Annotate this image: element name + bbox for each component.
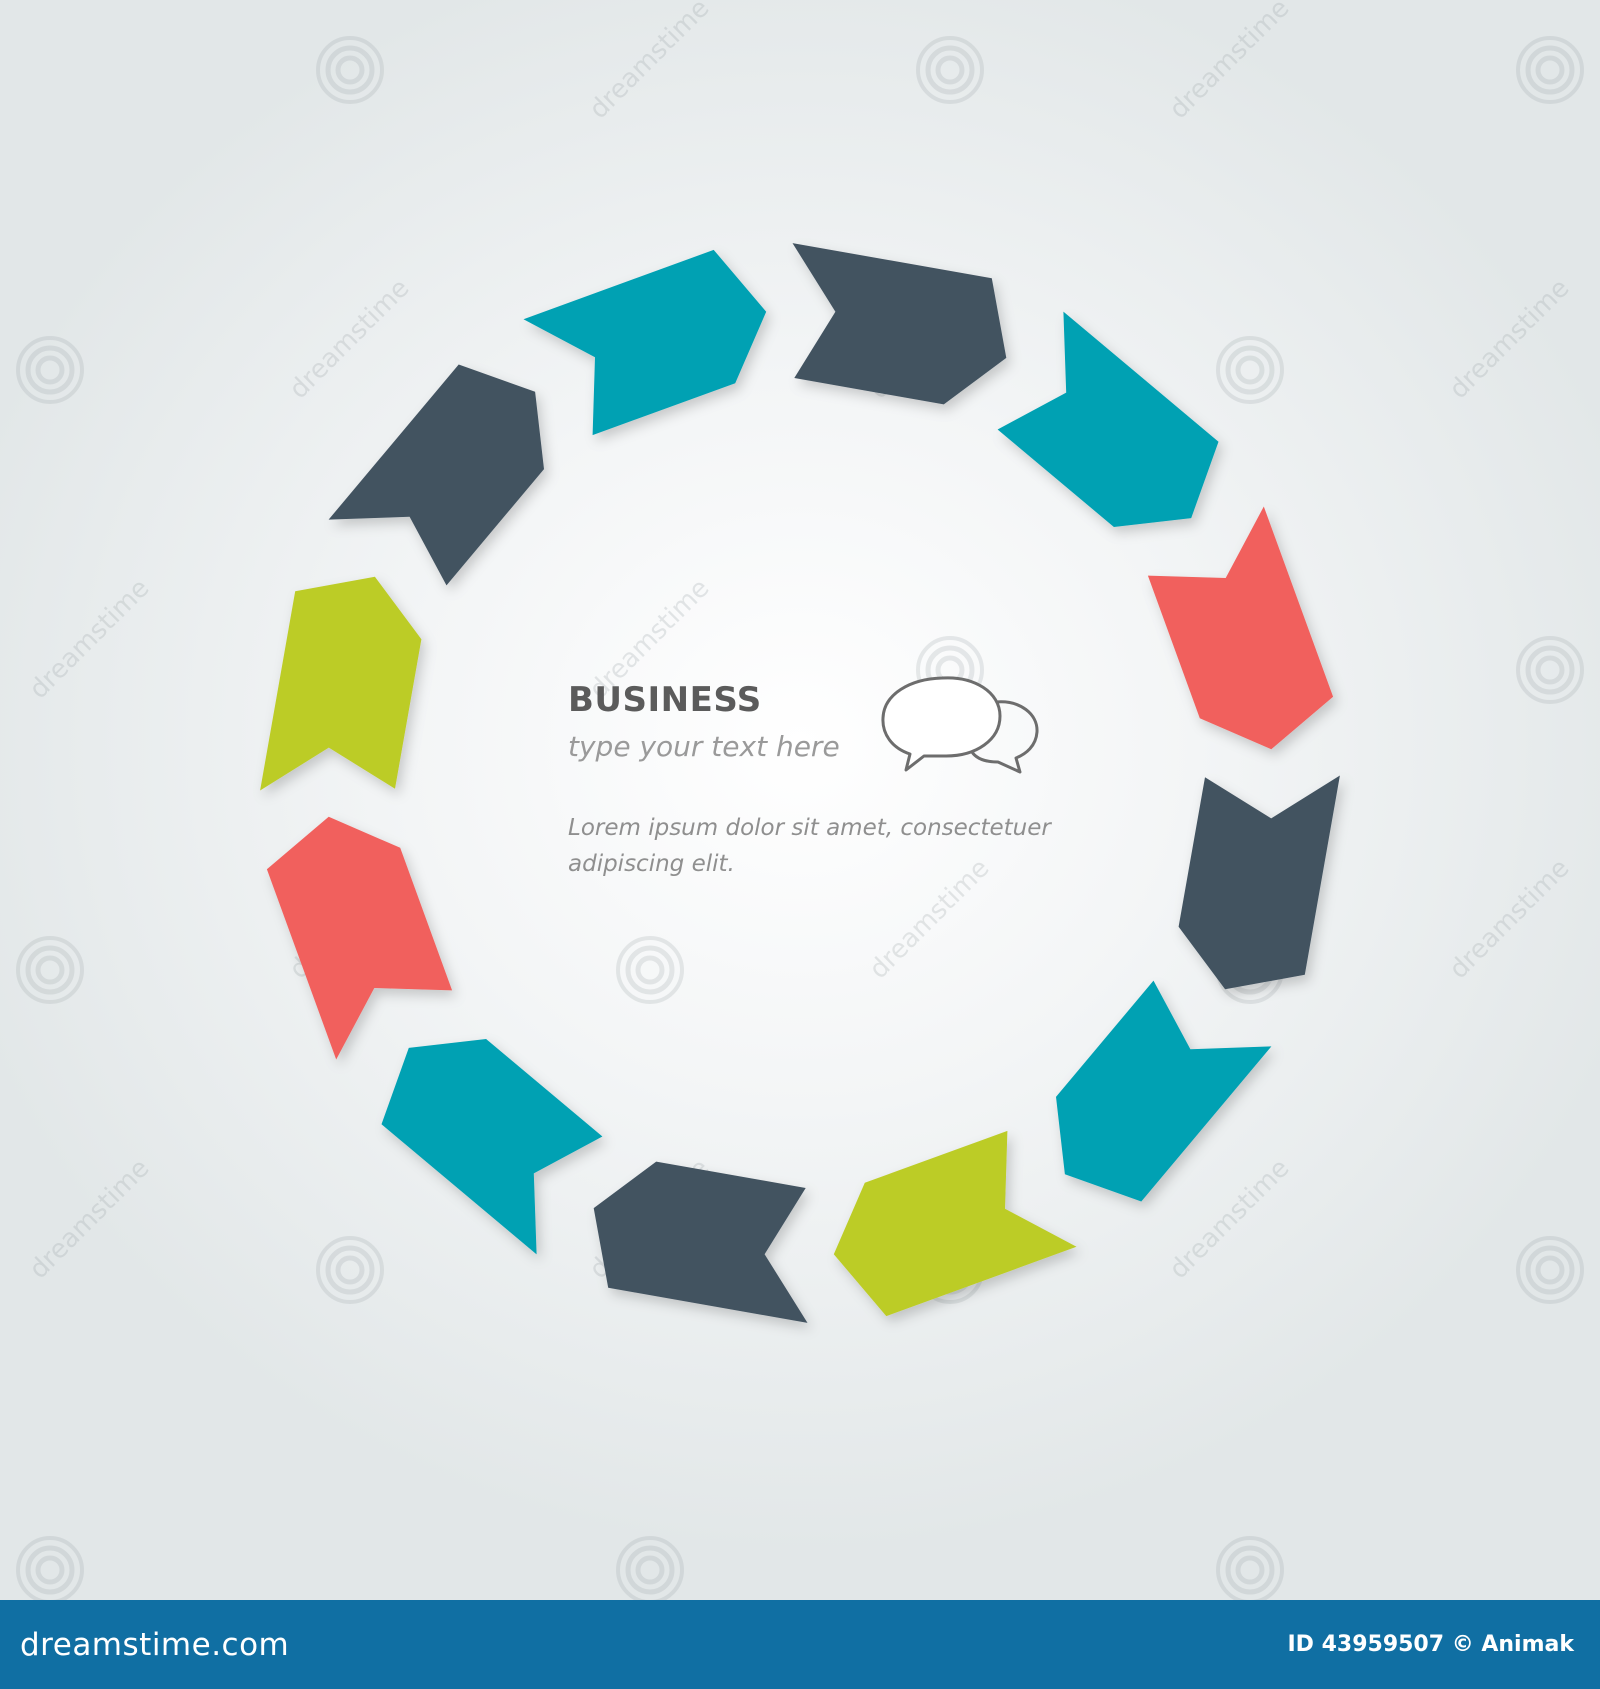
cycle-arrow-segment-3 <box>1147 506 1334 750</box>
cycle-arrow-segment-5 <box>1056 980 1272 1202</box>
image-credit: ID 43959507 © Animak <box>1287 1632 1574 1657</box>
cycle-arrow-segment-6 <box>833 1130 1077 1317</box>
cycle-arrow-segment-4 <box>1178 775 1340 990</box>
cycle-arrow-segment-11 <box>328 364 544 586</box>
cycle-arrow-segment-9 <box>266 816 453 1060</box>
cycle-arrow-segment-7 <box>593 1161 808 1323</box>
center-body-text: Lorem ipsum dolor sit amet, consectetuer… <box>568 810 1088 882</box>
cycle-diagram <box>260 243 1340 1323</box>
cycle-arrow-segment-10 <box>260 576 422 791</box>
center-title: BUSINESS <box>568 680 762 720</box>
center-subtitle: type your text here <box>568 730 840 763</box>
cycle-arrow-segment-2 <box>997 311 1219 527</box>
cycle-arrow-segment-8 <box>381 1039 603 1255</box>
cycle-arrow-segment-12 <box>523 249 767 436</box>
body-line-2: adipiscing elit. <box>568 851 735 877</box>
cycle-arrow-segment-1 <box>792 243 1007 405</box>
footer-bar: dreamstime.com ID 43959507 © Animak <box>0 1600 1600 1689</box>
speech-bubbles-icon <box>881 676 1039 774</box>
site-name: dreamstime.com <box>20 1626 290 1663</box>
body-line-1: Lorem ipsum dolor sit amet, consectetuer <box>568 815 1051 841</box>
